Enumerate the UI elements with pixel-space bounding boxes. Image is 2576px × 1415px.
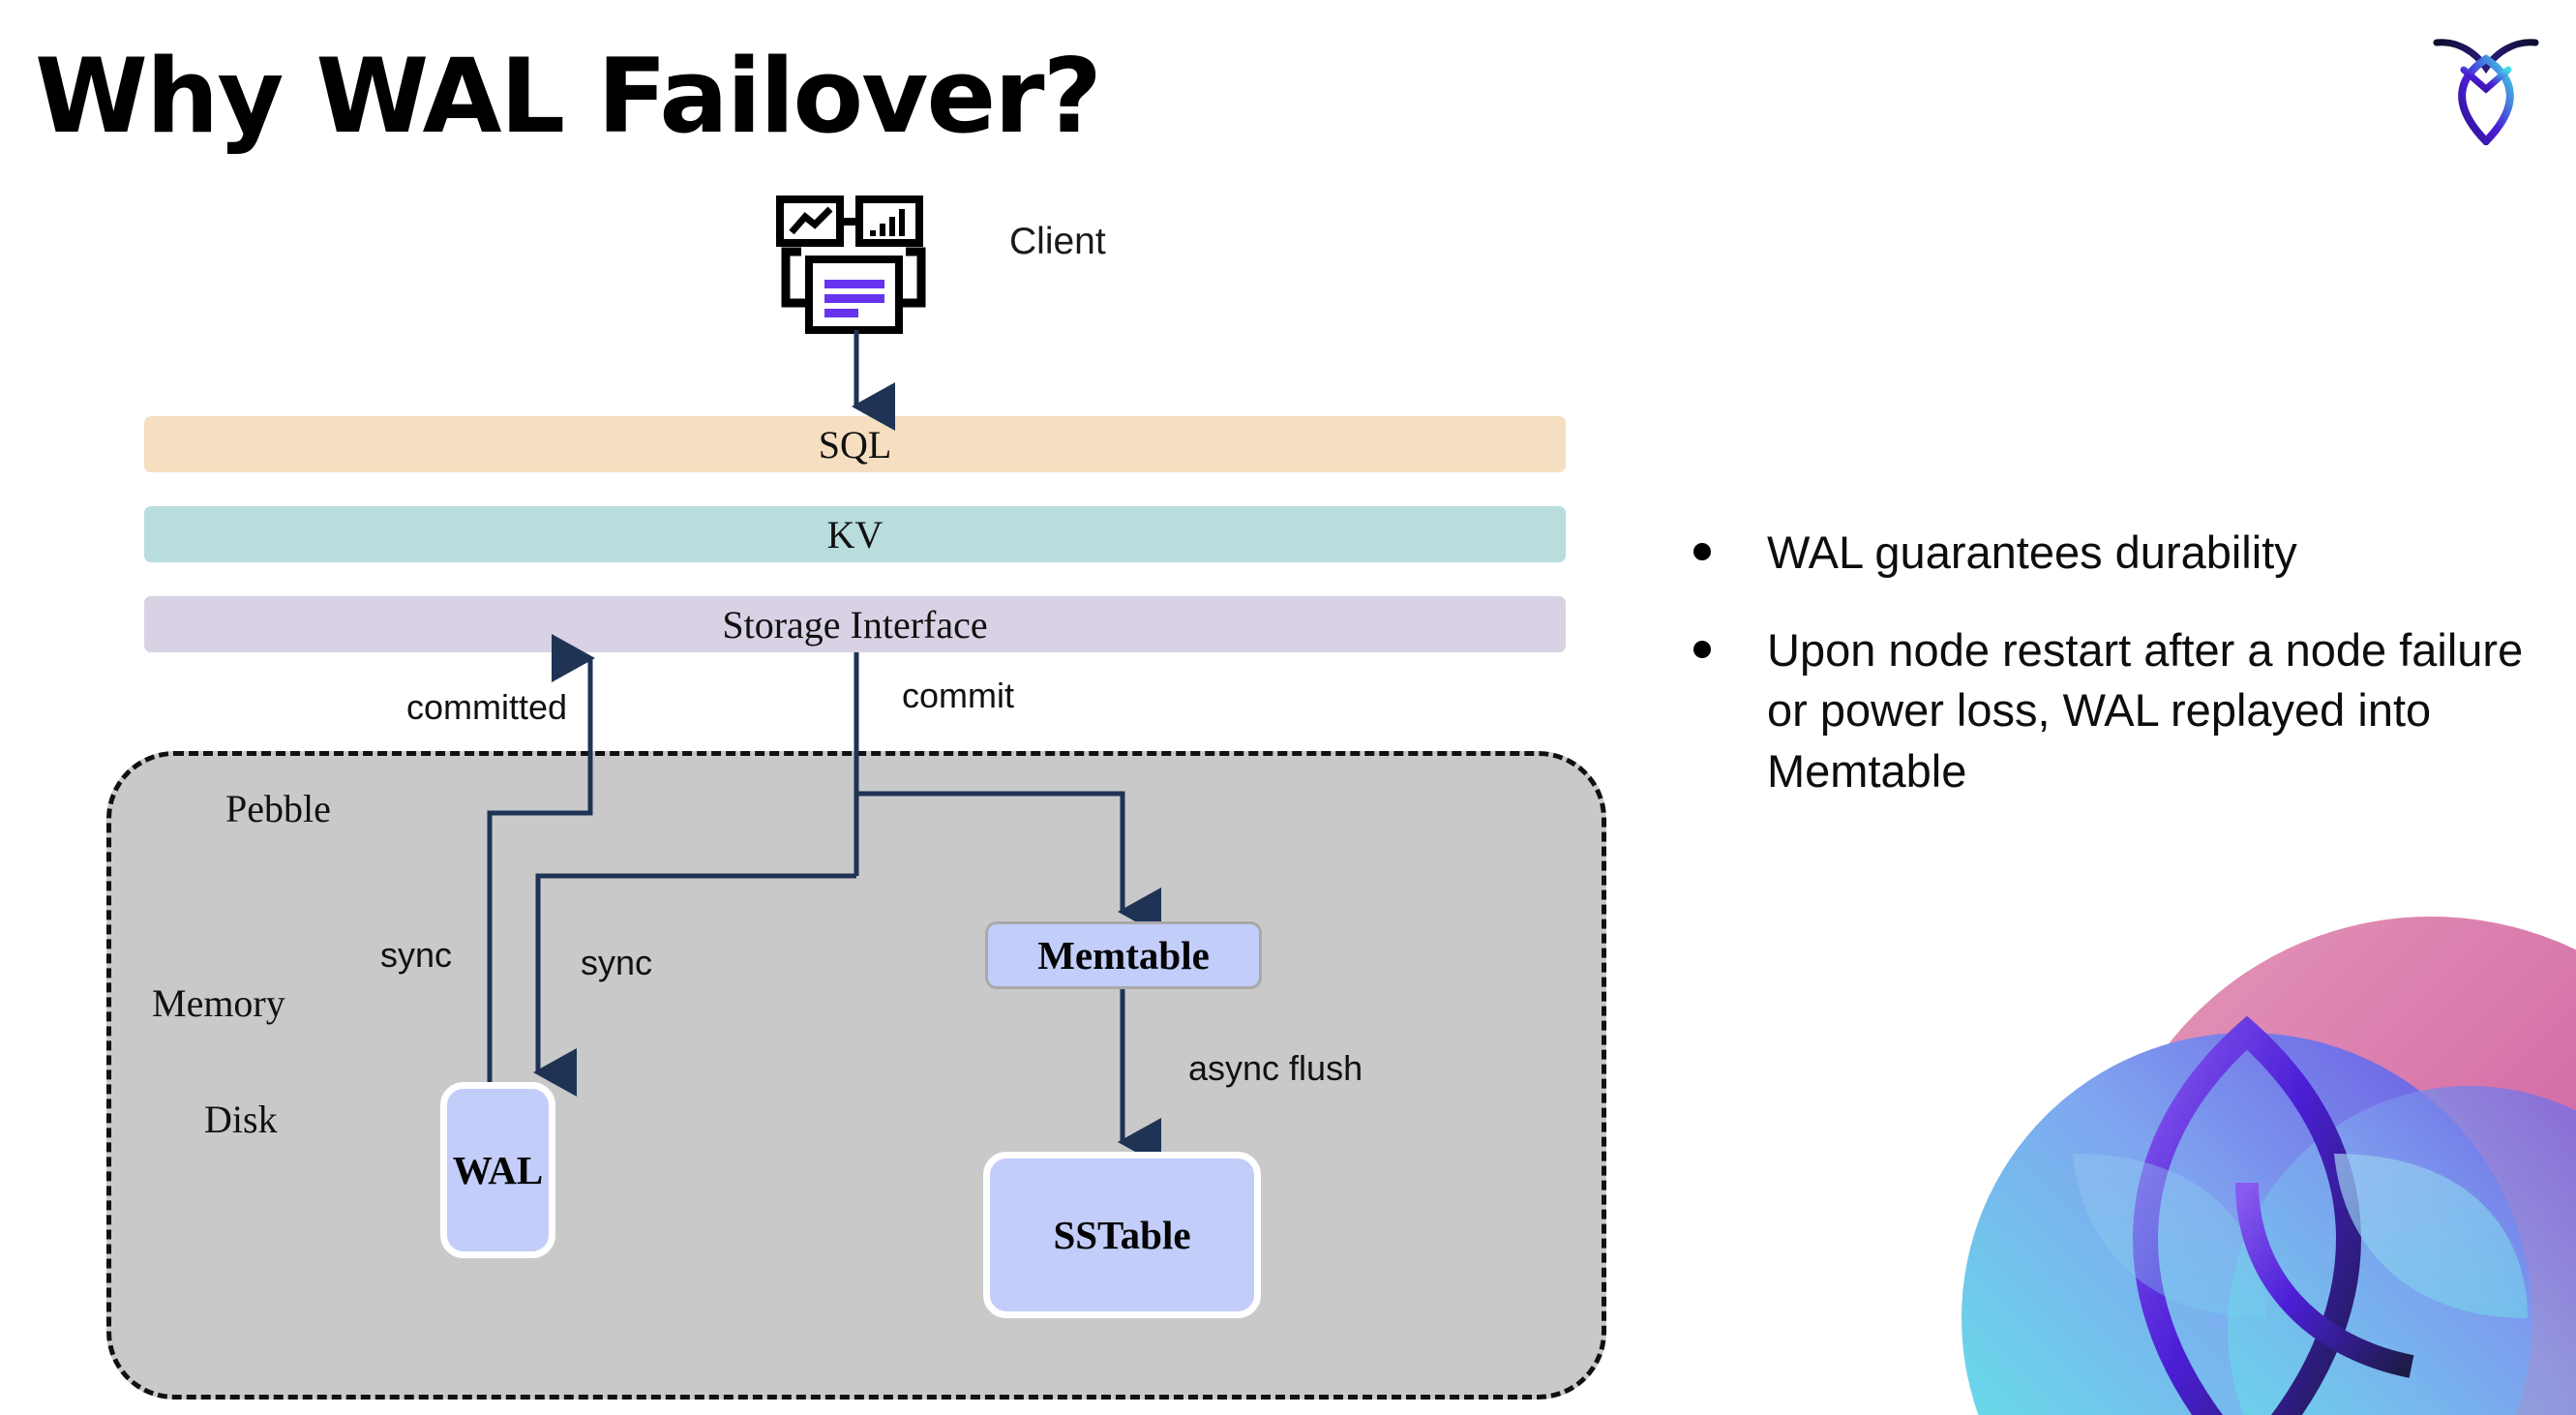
bullet-text: WAL guarantees durability (1767, 527, 2297, 578)
pebble-label: Pebble (225, 787, 331, 830)
corner-circles-decoration (1962, 917, 2576, 1415)
node-label-sstable: SSTable (1053, 1213, 1191, 1257)
node-wal: WAL (440, 1082, 555, 1258)
node-sstable: SSTable (983, 1152, 1261, 1318)
edge-label-committed: committed (406, 687, 568, 727)
list-item: WAL guarantees durability (1693, 523, 2526, 584)
bullet-dot-icon (1693, 640, 1711, 658)
node-label-memtable: Memtable (1037, 933, 1210, 978)
layer-label-kv: KV (826, 512, 884, 557)
edge-label-commit: commit (902, 676, 1014, 715)
memory-label: Memory (152, 981, 285, 1025)
client-dashboard-icon (776, 196, 926, 334)
disk-label: Disk (204, 1098, 278, 1141)
edge-label-sync-wal-down: sync (581, 943, 653, 982)
bullet-list: WAL guarantees durability Upon node rest… (1693, 523, 2526, 838)
pebble-container (106, 751, 1606, 1400)
client-label: Client (1009, 221, 1106, 262)
page-title: Why WAL Failover? (35, 37, 1102, 156)
list-item: Upon node restart after a node failure o… (1693, 620, 2526, 802)
node-label-wal: WAL (452, 1148, 544, 1192)
edge-label-sync-wal-up: sync (380, 935, 453, 975)
layer-bar-storage-interface: Storage Interface (144, 596, 1566, 652)
bullet-dot-icon (1693, 543, 1711, 560)
layer-label-storage-interface: Storage Interface (722, 602, 988, 647)
layer-bar-kv: KV (144, 506, 1566, 562)
edge-label-async-flush: async flush (1188, 1048, 1363, 1088)
layer-label-sql: SQL (818, 422, 892, 467)
bullet-text: Upon node restart after a node failure o… (1767, 623, 2524, 797)
layer-bar-sql: SQL (144, 416, 1566, 472)
node-memtable: Memtable (985, 921, 1262, 989)
cockroachdb-logo (2433, 39, 2539, 145)
